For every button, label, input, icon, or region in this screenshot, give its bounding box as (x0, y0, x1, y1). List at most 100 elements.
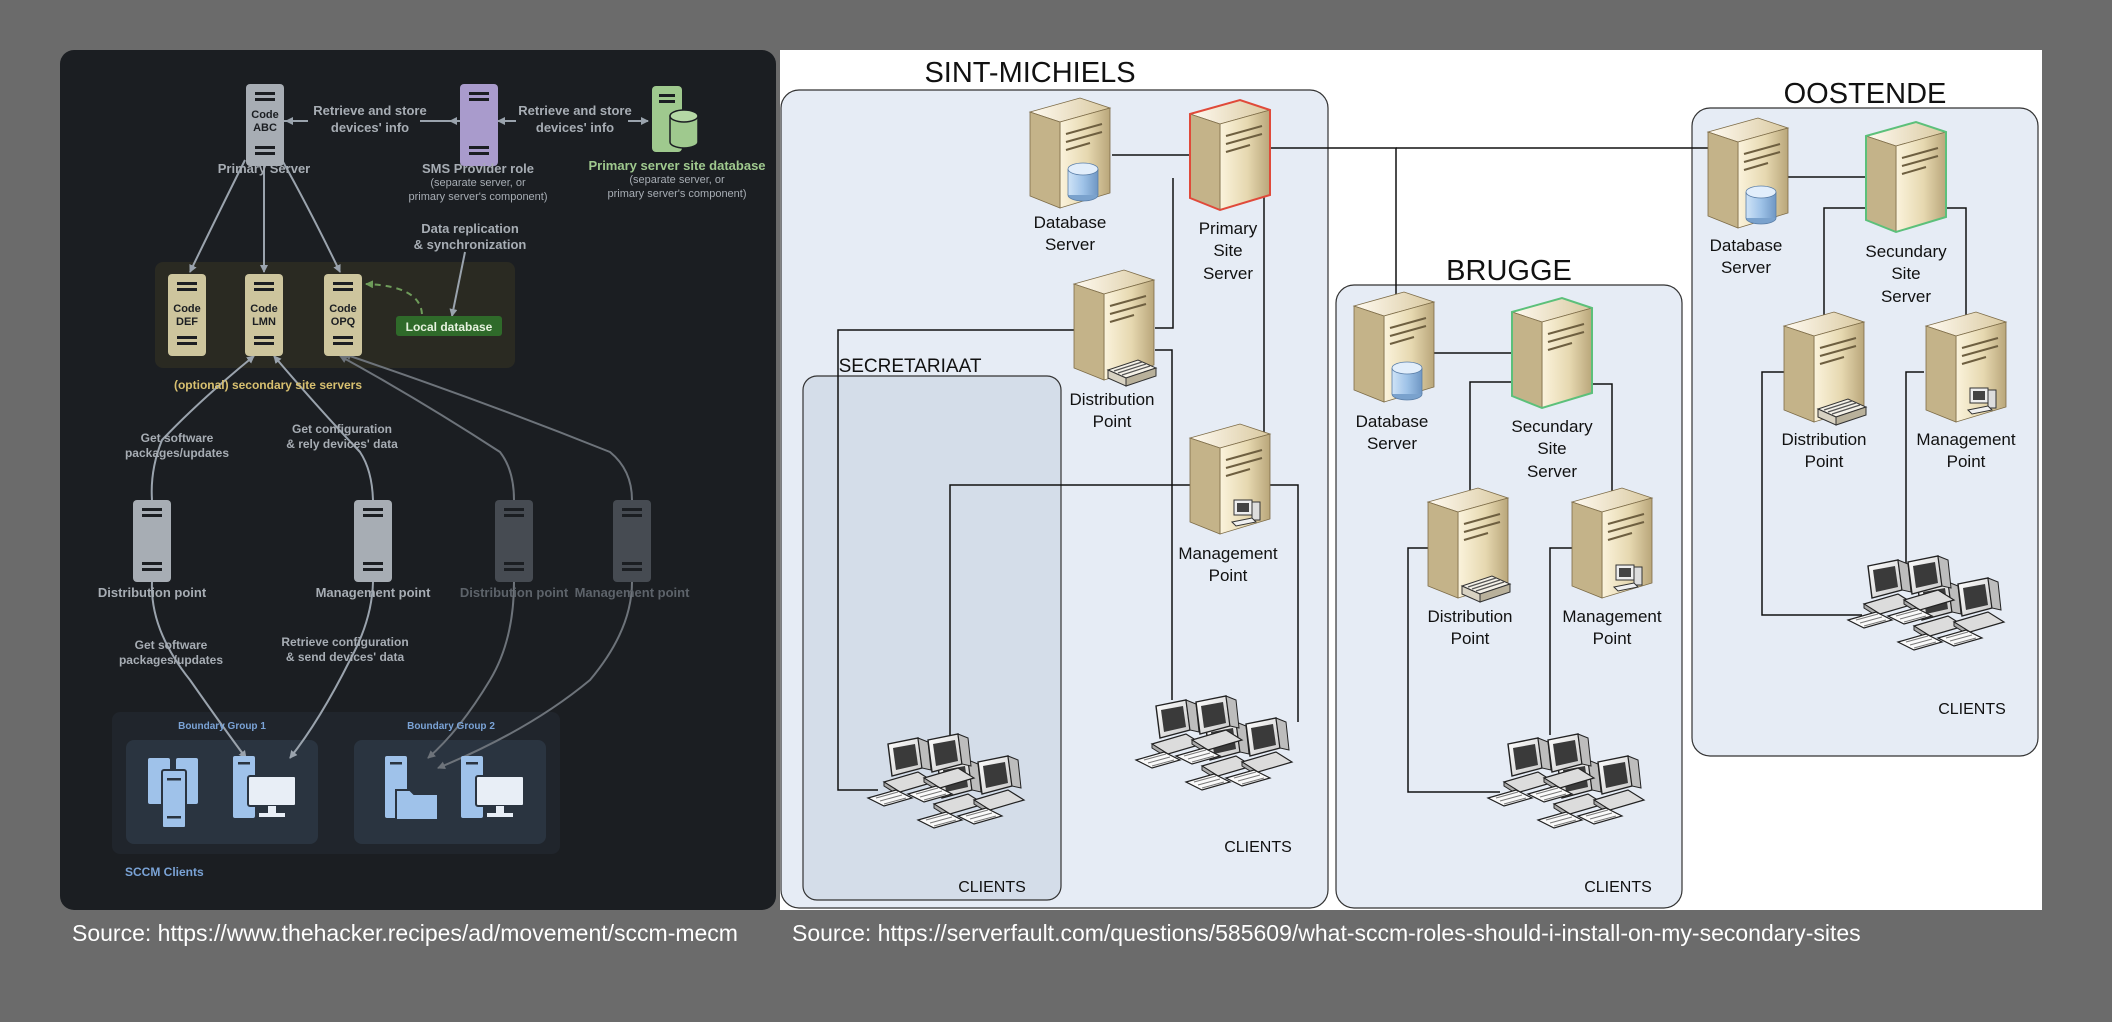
site-brugge-box (1335, 284, 1683, 909)
management-point-2: Management point (575, 500, 691, 600)
sccm-clients-label: SCCM Clients (125, 865, 204, 879)
replication-line1: Data replication (421, 221, 519, 236)
retrieve-config-line2: & send devices' data (286, 650, 405, 664)
secondary-server-def: Code DEF (168, 274, 206, 356)
br-mp-line1: Management (1562, 607, 1662, 626)
sms-provider-title: SMS Provider role (422, 161, 534, 176)
site-database-title: Primary server site database (588, 158, 765, 173)
connector-mp1-clients (289, 581, 374, 759)
primary-server-code-line2: ABC (253, 122, 277, 134)
os-mp-line1: Management (1916, 430, 2016, 449)
sm-dp-line2: Point (1093, 412, 1132, 431)
opq-code-line1: Code (329, 303, 357, 315)
local-database-badge: Local database (396, 316, 502, 336)
primary-server: Code ABC Primary Server (218, 84, 311, 176)
connector-dp1-secondary (150, 355, 255, 501)
connector-primary-def (189, 159, 246, 273)
os-db-line1: Database (1710, 236, 1783, 255)
connector-dp1-clients (150, 581, 247, 759)
management-point-1: Management point (316, 500, 432, 600)
connector-mp1-secondary (273, 355, 374, 501)
secondary-server-lmn: Code LMN (245, 274, 283, 356)
site-brugge-title: BRUGGE (1446, 255, 1572, 287)
sm-dp-line1: Distribution (1069, 390, 1154, 409)
os-mp-line2: Point (1947, 452, 1986, 471)
database-cylinder-icon (669, 109, 699, 123)
sms-provider-sub2: primary server's component) (408, 191, 547, 203)
os-clients-label: CLIENTS (1938, 701, 2006, 718)
get-software-upper-line2: packages/updates (125, 446, 229, 460)
brugge-clients: CLIENTS (1488, 734, 1652, 896)
lmn-code-line2: LMN (252, 316, 276, 328)
connector-dp2-clients (427, 581, 515, 759)
lmn-code-line1: Code (250, 303, 278, 315)
br-clients-label: CLIENTS (1584, 879, 1652, 896)
sm-primary-line1: Primary (1199, 219, 1258, 238)
brugge-distribution-point: Distribution Point (1427, 487, 1513, 648)
sm-mp-line2: Point (1209, 566, 1248, 585)
site-database: Primary server site database (separate s… (588, 86, 766, 200)
sms-provider-sub1: (separate server, or (430, 177, 526, 189)
get-software-lower-line1: Get software (135, 638, 208, 652)
server-desktop-client-icon-1 (233, 756, 297, 818)
brugge-database-server: Database Server (1353, 291, 1435, 453)
br-db-line1: Database (1356, 412, 1429, 431)
br-dp-line1: Distribution (1427, 607, 1512, 626)
multi-server-client-icon (148, 758, 198, 829)
connector-mp2-clients (437, 581, 633, 770)
site-sint-michiels-title: SINT-MICHIELS (924, 57, 1135, 89)
sm-primary-line2: Site (1213, 241, 1242, 260)
connector-mp2-secondary (343, 352, 633, 501)
sms-provider: SMS Provider role (separate server, or p… (408, 84, 548, 203)
left-diagram: Code ABC Primary Server Retrieve and sto… (60, 50, 776, 910)
get-config-line1: Get configuration (292, 422, 392, 436)
right-connectors (837, 147, 1967, 793)
def-code-line2: DEF (176, 316, 198, 328)
primary-server-label: Primary Server (218, 161, 311, 176)
connector-primary-opq (281, 159, 341, 273)
local-database-label: Local database (406, 320, 493, 334)
management-point-1-label: Management point (316, 585, 432, 600)
source-left-caption: Source: https://www.thehacker.recipes/ad… (72, 920, 738, 946)
connector-local-db (365, 280, 423, 315)
get-software-upper-line1: Get software (141, 431, 214, 445)
sm-mp-line1: Management (1178, 544, 1278, 563)
distribution-point-2-label: Distribution point (460, 585, 569, 600)
sint-michiels-management-point: Management Point (1178, 423, 1278, 585)
retrieve-store-right-line1: Retrieve and store (518, 103, 631, 118)
distribution-point-1: Distribution point (98, 500, 207, 600)
replication-line2: & synchronization (414, 237, 527, 252)
sint-michiels-primary-site-server: Primary Site Server (1189, 98, 1271, 283)
sm-db-line1: Database (1034, 213, 1107, 232)
secondary-server-opq: Code OPQ (324, 274, 362, 356)
os-dp-line1: Distribution (1781, 430, 1866, 449)
sm-db-line2: Server (1045, 235, 1095, 254)
br-db-line2: Server (1367, 434, 1417, 453)
retrieve-config-line1: Retrieve configuration (281, 635, 408, 649)
boundary-group-1-label: Boundary Group 1 (178, 721, 266, 732)
def-code-line1: Code (173, 303, 201, 315)
get-config-line2: & rely devices' data (286, 437, 398, 451)
os-sec-line1: Secundary (1865, 242, 1947, 261)
br-sec-line1: Secundary (1511, 417, 1593, 436)
site-secretariaat-title: SECRETARIAAT (839, 356, 982, 377)
os-dp-line2: Point (1805, 452, 1844, 471)
os-sec-line3: Server (1881, 287, 1931, 306)
os-sec-line2: Site (1891, 264, 1920, 283)
opq-code-line2: OPQ (331, 316, 356, 328)
br-sec-line3: Server (1527, 462, 1577, 481)
distribution-point-1-label: Distribution point (98, 585, 207, 600)
oostende-database-server: Database Server (1707, 117, 1789, 277)
get-software-lower-line2: packages/updates (119, 653, 223, 667)
br-sec-line2: Site (1537, 439, 1566, 458)
management-point-2-label: Management point (575, 585, 691, 600)
site-database-sub2: primary server's component) (607, 188, 746, 200)
right-diagram: SINT-MICHIELS SECRETARIAAT BRUGGE OOSTEN… (780, 50, 2042, 910)
oostende-management-point: Management Point (1916, 311, 2016, 471)
connector-dp2-secondary (339, 355, 515, 501)
oostende-clients: CLIENTS (1848, 556, 2006, 718)
sm-clients-label: CLIENTS (1224, 839, 1292, 856)
sint-michiels-clients: CLIENTS (1136, 696, 1292, 856)
